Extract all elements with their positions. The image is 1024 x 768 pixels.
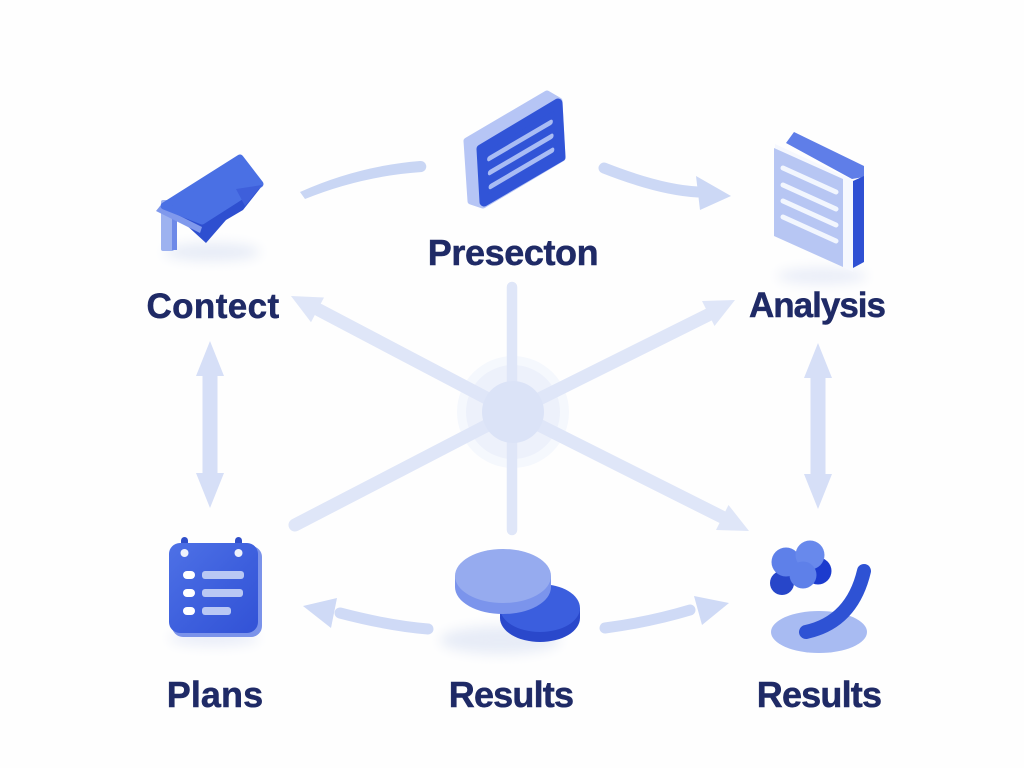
svg-text:Contect: Contect — [146, 287, 279, 326]
svg-text:Analysis: Analysis — [749, 286, 885, 325]
svg-text:Plans: Plans — [167, 674, 264, 715]
svg-text:Results: Results — [449, 674, 573, 715]
svg-text:Results: Results — [757, 674, 881, 715]
svg-text:Presecton: Presecton — [428, 232, 598, 273]
